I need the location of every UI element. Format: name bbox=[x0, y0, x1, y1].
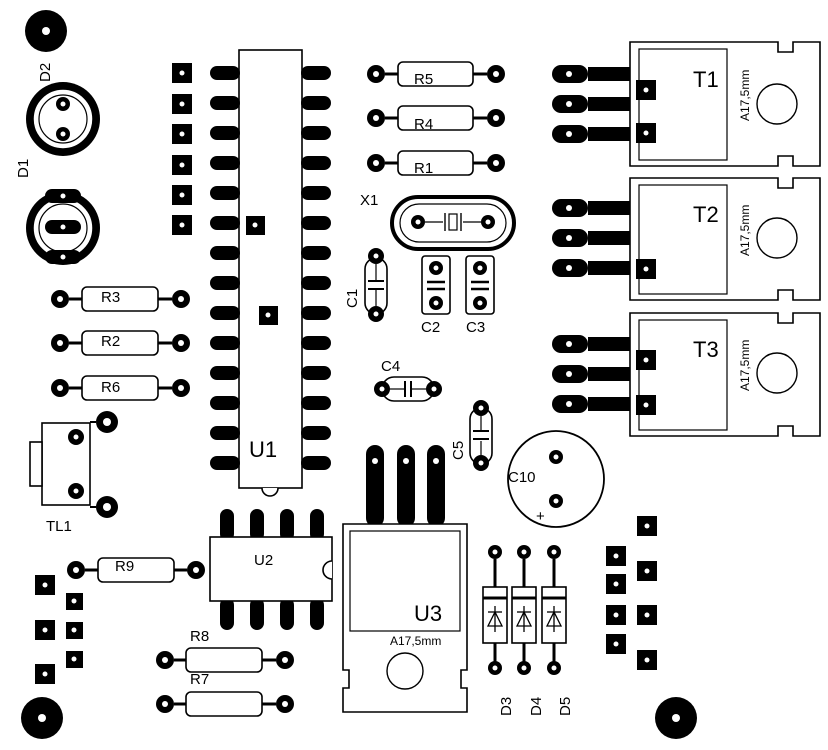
t3-package-code: A17,5mm bbox=[738, 340, 752, 391]
resistor-r1: R1 bbox=[367, 150, 505, 177]
capacitor-c4: C4 bbox=[374, 358, 442, 402]
mounting-hole-bottom-right bbox=[655, 697, 697, 739]
connector-pads-left bbox=[172, 63, 192, 235]
label-c5: C5 bbox=[450, 441, 467, 460]
label-x1: X1 bbox=[360, 192, 378, 209]
resistor-r7: R7 bbox=[156, 671, 294, 717]
label-d3: D3 bbox=[498, 697, 515, 716]
label-u1: U1 bbox=[249, 437, 277, 462]
label-c3: C3 bbox=[466, 319, 485, 336]
mounting-hole-bottom-left bbox=[21, 697, 63, 739]
resistor-r6: R6 bbox=[51, 375, 190, 401]
label-r9: R9 bbox=[115, 558, 134, 575]
led-d1: D1 bbox=[15, 159, 100, 265]
resistor-r2: R2 bbox=[51, 330, 190, 356]
label-d4: D4 bbox=[528, 697, 545, 716]
label-t2: T2 bbox=[693, 202, 719, 227]
resistor-r9: R9 bbox=[67, 557, 205, 583]
connector-pads-bottom-left bbox=[35, 575, 83, 684]
mounting-hole-top-left bbox=[25, 10, 67, 52]
label-c10: C10 bbox=[508, 469, 536, 486]
transistor-t2: T2 A17,5mm bbox=[552, 177, 821, 301]
diode-d4: D4 bbox=[511, 545, 545, 716]
label-t1: T1 bbox=[693, 67, 719, 92]
diode-d3: D3 bbox=[482, 545, 515, 716]
t1-package-code: A17,5mm bbox=[738, 70, 752, 121]
resistor-r8: R8 bbox=[156, 628, 294, 673]
label-r8: R8 bbox=[190, 628, 209, 645]
resistor-r3: R3 bbox=[51, 286, 190, 312]
label-r3: R3 bbox=[101, 289, 120, 306]
resistor-r5: R5 bbox=[367, 61, 505, 88]
label-d5: D5 bbox=[557, 697, 574, 716]
capacitor-c3: C3 bbox=[465, 255, 495, 336]
label-tl1: TL1 bbox=[46, 518, 72, 535]
crystal-x1: X1 bbox=[360, 192, 516, 251]
label-u3: U3 bbox=[414, 601, 442, 626]
diode-d5: D5 bbox=[541, 545, 574, 716]
capacitor-c5: C5 bbox=[450, 400, 493, 471]
label-r6: R6 bbox=[101, 379, 120, 396]
label-r7: R7 bbox=[190, 671, 209, 688]
c10-polarity-mark: + bbox=[536, 508, 545, 525]
transistor-t3: T3 A17,5mm bbox=[552, 312, 821, 437]
ic-u2: U2 bbox=[209, 509, 333, 630]
switch-tl1: TL1 bbox=[29, 411, 118, 535]
label-c2: C2 bbox=[421, 319, 440, 336]
label-r1: R1 bbox=[414, 160, 433, 177]
capacitor-c2: C2 bbox=[421, 255, 451, 336]
u3-package-code: A17,5mm bbox=[390, 634, 441, 648]
led-d2: D2 bbox=[26, 63, 100, 156]
label-r5: R5 bbox=[414, 71, 433, 88]
label-d1: D1 bbox=[15, 159, 32, 178]
connector-pads-right bbox=[606, 516, 657, 670]
resistor-r4: R4 bbox=[367, 105, 505, 133]
transistor-t1: T1 A17,5mm bbox=[552, 41, 821, 167]
ic-u1: U1 bbox=[210, 49, 331, 497]
capacitor-c10: C10 + bbox=[507, 430, 605, 528]
regulator-u3: U3 A17,5mm bbox=[342, 445, 468, 713]
label-c4: C4 bbox=[381, 358, 400, 375]
label-r4: R4 bbox=[414, 116, 433, 133]
label-d2: D2 bbox=[37, 63, 54, 82]
label-c1: C1 bbox=[344, 289, 361, 308]
label-r2: R2 bbox=[101, 333, 120, 350]
t2-package-code: A17,5mm bbox=[738, 205, 752, 256]
label-t3: T3 bbox=[693, 337, 719, 362]
label-u2: U2 bbox=[254, 552, 273, 569]
capacitor-c1: C1 bbox=[344, 248, 388, 322]
